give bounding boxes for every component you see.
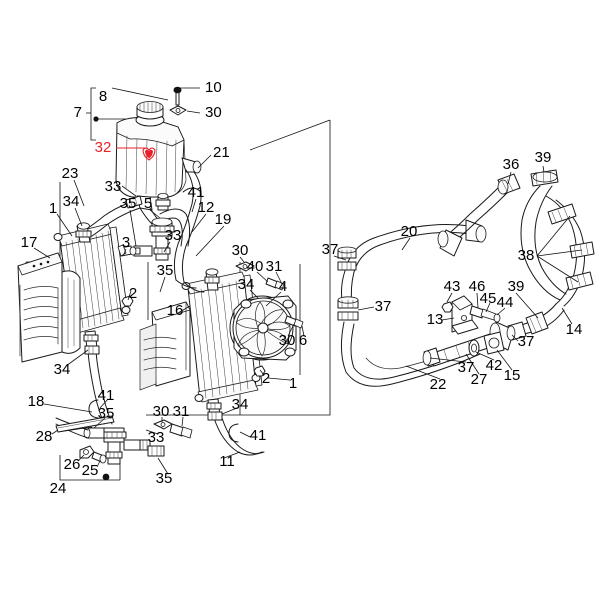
callout-label-35[interactable]: 35 [157,262,174,279]
right-hose-cluster[interactable] [422,169,595,367]
callout-label-41[interactable]: 41 [250,427,267,444]
callout-label-31[interactable]: 31 [173,403,190,420]
callout-label-33[interactable]: 33 [148,429,165,446]
callout-label-30[interactable]: 30 [153,403,170,420]
callout-label-35[interactable]: 35 [156,470,173,487]
callout-label-24[interactable]: 24 [50,480,67,497]
callout-label-34[interactable]: 34 [232,396,249,413]
callout-label-4[interactable]: 4 [279,278,287,295]
callout-label-40[interactable]: 40 [247,258,264,275]
callout-label-41[interactable]: 41 [98,387,115,404]
callout-label-3[interactable]: 3 [122,234,130,251]
callout-label-12[interactable]: 12 [198,199,215,216]
callout-label-36[interactable]: 36 [503,156,520,173]
callout-label-19[interactable]: 19 [215,211,232,228]
left-radiator-assembly[interactable] [17,222,134,363]
hose-network-right[interactable] [337,219,487,387]
callout-label-23[interactable]: 23 [62,165,79,182]
callout-label-13[interactable]: 13 [427,311,444,328]
callout-label-16[interactable]: 16 [167,302,184,319]
hose-network-left[interactable] [55,169,265,465]
callout-label-17[interactable]: 17 [21,234,38,251]
callout-label-37[interactable]: 37 [322,241,339,258]
callout-label-2[interactable]: 2 [262,370,270,387]
callout-label-34[interactable]: 34 [238,276,255,293]
callout-label-39[interactable]: 39 [508,278,525,295]
callout-label-32[interactable]: 32 [95,139,112,156]
callout-label-42[interactable]: 42 [486,357,503,374]
leader-lines [33,87,583,475]
callout-label-37[interactable]: 37 [458,359,475,376]
callout-label-30[interactable]: 30 [232,242,249,259]
callout-label-31[interactable]: 31 [266,258,283,275]
callout-label-10[interactable]: 10 [205,79,222,96]
callout-label-37[interactable]: 37 [375,298,392,315]
callout-label-35[interactable]: 35 [98,405,115,422]
callout-label-28[interactable]: 28 [36,428,53,445]
callout-label-15[interactable]: 15 [504,367,521,384]
callout-label-41[interactable]: 41 [188,184,205,201]
callout-label-25[interactable]: 25 [82,462,99,479]
callout-label-34[interactable]: 34 [63,193,80,210]
callout-label-21[interactable]: 21 [213,144,230,161]
callout-label-14[interactable]: 14 [566,321,583,338]
callout-label-8[interactable]: 8 [99,88,107,105]
callout-label-44[interactable]: 44 [497,294,514,311]
center-radiator-assembly[interactable] [139,261,304,417]
callout-label-27[interactable]: 27 [471,371,488,388]
callout-label-1[interactable]: 1 [289,375,297,392]
callout-label-18[interactable]: 18 [28,393,45,410]
callout-label-30[interactable]: 30 [205,104,222,121]
callout-label-26[interactable]: 26 [64,456,81,473]
callout-label-45[interactable]: 45 [480,290,497,307]
callout-label-43[interactable]: 43 [444,278,461,295]
callout-label-33[interactable]: 33 [165,227,182,244]
callout-label-39[interactable]: 39 [535,149,552,166]
callout-label-5[interactable]: 5 [144,195,152,212]
fan-blades [235,301,291,357]
callout-label-34[interactable]: 34 [54,361,71,378]
callout-label-35[interactable]: 35 [120,195,137,212]
callout-label-22[interactable]: 22 [430,376,447,393]
callout-label-38[interactable]: 38 [518,247,535,264]
callout-label-11[interactable]: 11 [219,453,235,470]
callout-label-37[interactable]: 37 [518,333,535,350]
callout-label-6[interactable]: 6 [299,332,307,349]
callout-label-30[interactable]: 30 [279,332,296,349]
callout-label-20[interactable]: 20 [401,223,418,240]
callout-label-46[interactable]: 46 [469,278,486,295]
callout-label-33[interactable]: 33 [105,178,122,195]
callout-label-1[interactable]: 1 [49,200,57,217]
highlight-marker-32 [142,147,156,161]
callout-label-2[interactable]: 2 [129,285,137,302]
callout-label-7[interactable]: 7 [74,104,82,121]
